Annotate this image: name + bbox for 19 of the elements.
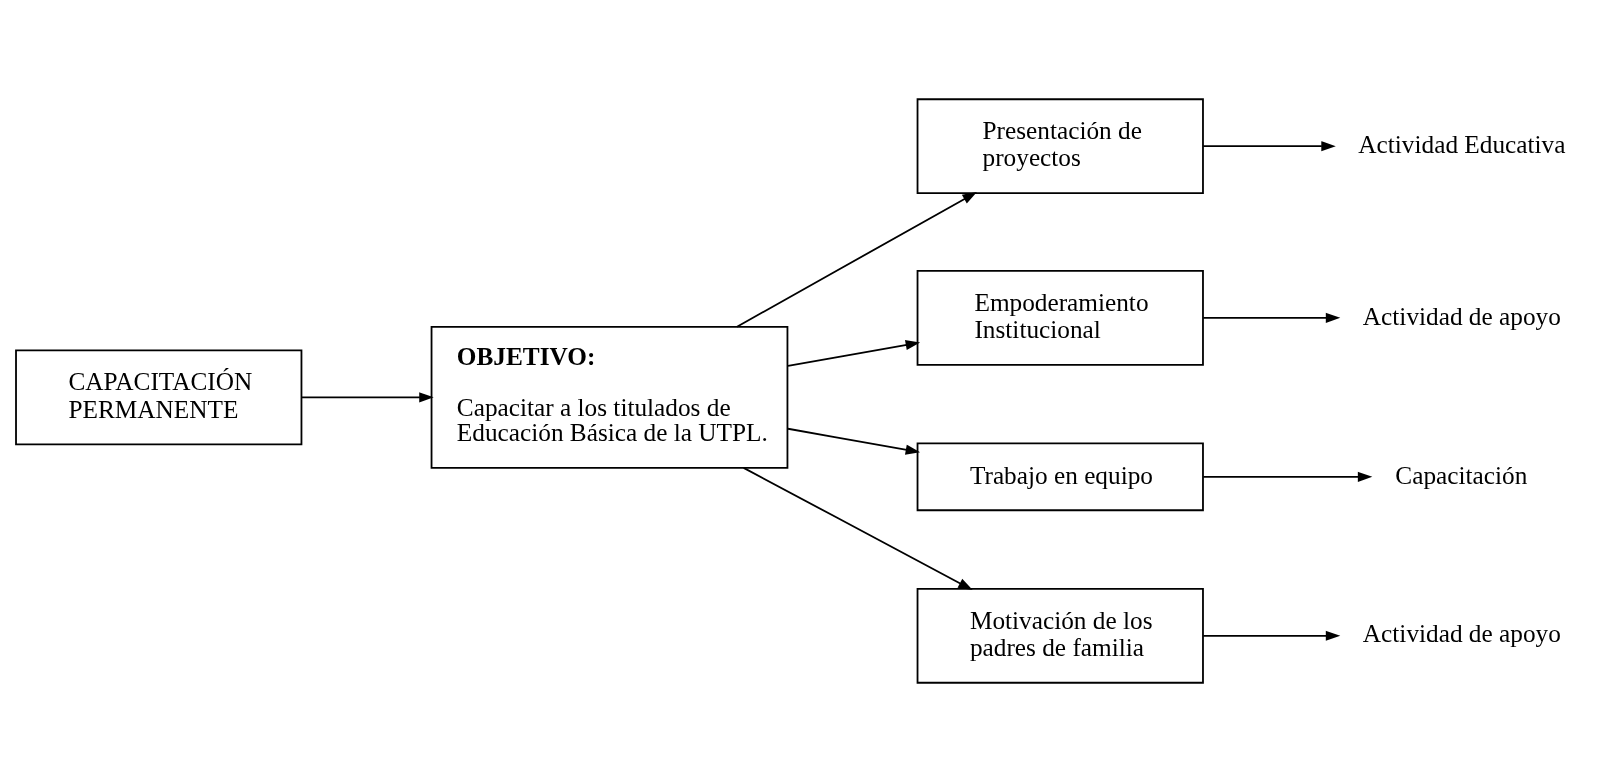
arrow	[1202, 140, 1336, 151]
node-box: CAPACITACIÓN PERMANENTE	[15, 348, 303, 445]
node-box: Presentación de proyectos	[916, 97, 1204, 194]
arrow	[742, 466, 973, 590]
node-box: Motivación de los padres de familia	[916, 587, 1204, 684]
node-box: Trabajo en equipo	[916, 442, 1204, 511]
node-text: Actividad Educativa	[1358, 129, 1566, 158]
arrow	[301, 391, 434, 402]
arrow	[1202, 312, 1341, 323]
arrow	[787, 339, 921, 367]
node-text: Actividad de apoyo	[1362, 618, 1561, 647]
node-text: Actividad de apoyo	[1362, 301, 1561, 330]
node-text: Capacitación	[1395, 460, 1528, 488]
arrow	[1202, 630, 1341, 641]
node-box: Empoderamiento Institucional	[916, 269, 1204, 366]
arrow	[1202, 471, 1373, 482]
node-box: OBJETIVO: Capacitar a los titulados de Educación Básica de la UTPL.	[430, 325, 789, 469]
arrow	[736, 191, 977, 328]
arrow	[787, 427, 921, 455]
